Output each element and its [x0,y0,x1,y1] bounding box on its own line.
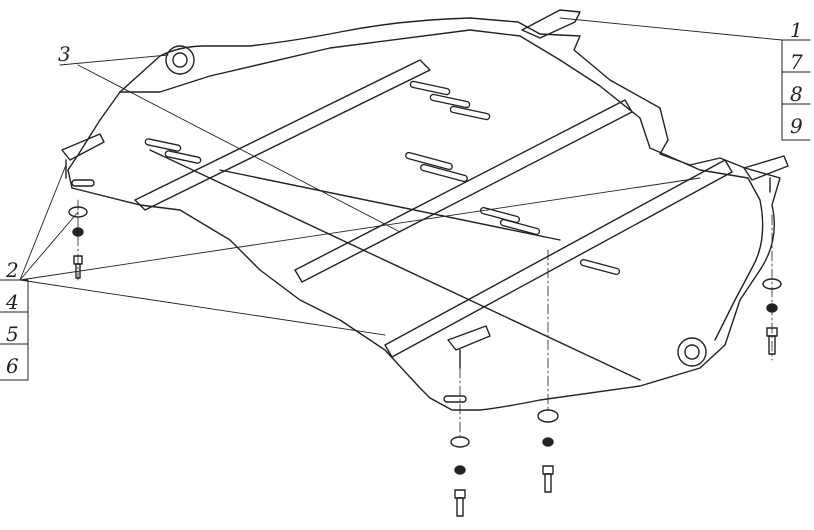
callout-9: 9 [790,114,803,138]
rib-center [219,169,561,241]
bracket-top [521,9,581,39]
rib-mid [294,99,633,283]
skid-plate-outline [67,17,781,411]
bracket-right [743,155,789,193]
rib-lower [149,149,641,381]
center-lines [77,199,773,441]
callout-7: 7 [790,50,803,74]
fastener-bottom-center [537,409,559,493]
fastener-bottom-left [450,436,470,517]
callout-1: 1 [790,18,803,42]
rib-right [384,159,733,358]
callout-8: 8 [790,82,803,106]
skid-plate-flange [119,29,764,341]
callout-box-left [0,279,29,381]
leader-lines [19,17,783,336]
plate-bolt-bottom-right [677,337,707,367]
bracket-bottom [447,325,491,369]
callout-4: 4 [6,290,19,314]
rib-left [134,59,431,211]
callout-3: 3 [58,42,71,66]
vent-slots [144,80,621,276]
callout-5: 5 [6,322,19,346]
callout-box-right [781,39,811,141]
callout-6: 6 [6,354,19,378]
plate-bolt-top-left [165,45,195,75]
callout-2: 2 [6,258,19,282]
bracket-left [61,133,105,179]
